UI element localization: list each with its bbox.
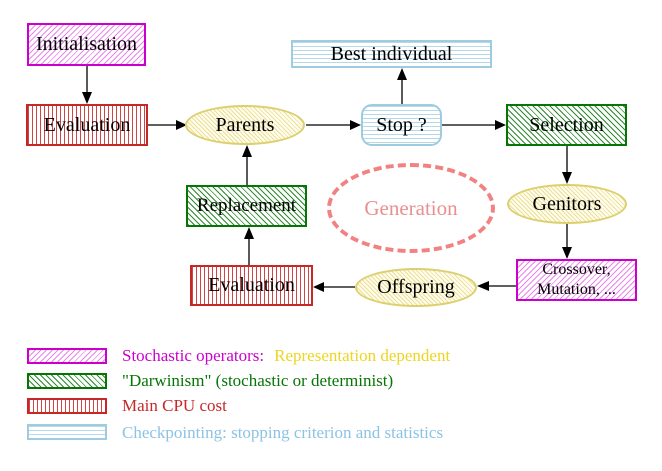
- node-parents: Parents: [185, 105, 305, 145]
- arrow-evaluation-to-replacement: [244, 227, 254, 265]
- legend-label-checkpointing: Checkpointing: stopping criterion and st…: [122, 423, 444, 442]
- node-genitors: Genitors: [507, 184, 627, 224]
- node-evaluation-top: Evaluation: [26, 104, 148, 146]
- legend-text-stochastic: Stochastic operators:: [122, 346, 265, 365]
- node-best-individual: Best individual: [291, 40, 492, 68]
- generation-loop-ellipse: Generation: [327, 163, 495, 253]
- node-offspring: Offspring: [355, 268, 477, 307]
- node-selection: Selection: [506, 104, 627, 146]
- legend-label-cpu-cost: Main CPU cost: [122, 396, 227, 415]
- crossover-line2: Mutation, ...: [537, 281, 616, 298]
- node-crossover-mutation: Crossover, Mutation, ...: [516, 259, 637, 301]
- arrow-stop-to-selection: [442, 120, 506, 130]
- arrow-replacement-to-parents: [242, 145, 252, 185]
- legend-label-stochastic-operators: Stochastic operators: Representation depe…: [122, 346, 450, 366]
- arrow-initialisation-to-evaluation: [82, 66, 92, 104]
- legend-swatch-cpu-cost: [27, 398, 107, 414]
- arrow-genitors-to-crossover: [562, 224, 572, 259]
- arrow-crossover-to-offspring: [477, 281, 516, 291]
- node-initialisation: Initialisation: [27, 23, 146, 66]
- arrow-parents-to-stop: [306, 120, 361, 130]
- arrow-selection-to-genitors: [562, 146, 572, 184]
- node-evaluation-bottom: Evaluation: [190, 265, 313, 306]
- arrow-offspring-to-evaluation: [313, 282, 355, 292]
- legend-label-darwinism: "Darwinism" (stochastic or determinist): [122, 371, 394, 390]
- crossover-line1: Crossover,: [542, 261, 611, 278]
- arrow-evaluation-to-parents: [148, 120, 187, 130]
- node-replacement: Replacement: [186, 185, 307, 227]
- legend-swatch-checkpointing: [27, 424, 107, 440]
- legend-swatch-stochastic-operators: [27, 348, 107, 364]
- node-stop: Stop ?: [361, 104, 442, 146]
- legend-text-representation: Representation dependent: [274, 346, 451, 365]
- arrow-stop-to-best-individual: [397, 68, 407, 104]
- legend-swatch-darwinism: [27, 373, 107, 389]
